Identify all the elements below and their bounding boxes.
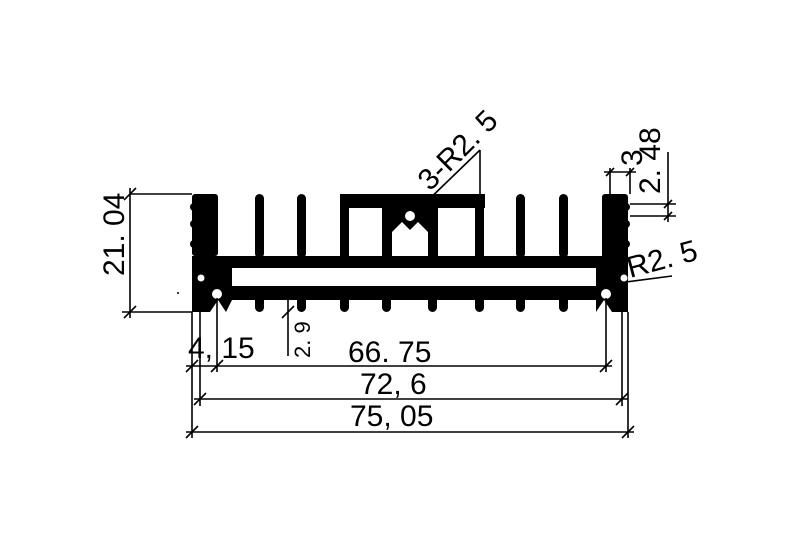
label-height-overall: 21. 04 — [98, 193, 131, 276]
dimension-height-overall: 21. 04 — [98, 187, 192, 319]
dimension-base-offset: 4, 15 — [188, 332, 255, 365]
label-hole-distance: 66. 75 — [348, 336, 431, 369]
label-fillet-center: 3-R2. 5 — [412, 104, 505, 197]
heatsink-profile — [177, 194, 630, 312]
dimension-fin-right: 3 2. 48 — [604, 127, 676, 222]
dimension-small-gap: 2. 9 — [281, 300, 315, 358]
dimension-fillet-right: R2. 5 — [623, 234, 701, 284]
label-overall-width: 75, 05 — [350, 400, 433, 433]
dimension-hole-distance: 66. 75 — [185, 336, 613, 373]
label-inner-width: 72, 6 — [360, 368, 427, 401]
label-small-gap: 2. 9 — [290, 321, 315, 358]
dimension-overall-width: 75, 05 — [185, 400, 635, 439]
dimension-fillet-center: 3-R2. 5 — [412, 104, 505, 209]
extension-lines — [191, 298, 629, 438]
label-base-offset: 4, 15 — [188, 332, 255, 365]
label-fin-pitch: 3 — [616, 149, 649, 166]
dimension-inner-width: 72, 6 — [193, 368, 629, 406]
label-fin-gap: 2. 48 — [634, 127, 667, 194]
